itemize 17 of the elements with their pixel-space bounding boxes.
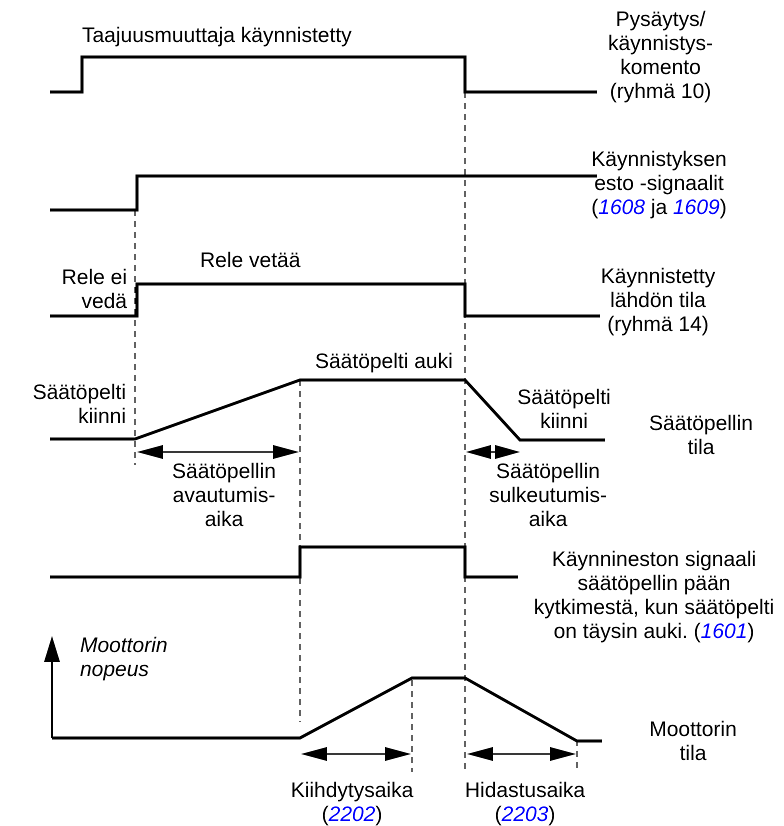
signal-state-label: Rele ei vedä (60, 266, 127, 314)
signal-name-label: Säätöpellin tila (648, 412, 754, 460)
signal-state-label: Säätöpelti kiinni (32, 381, 126, 429)
signal-state-label: Taajuusmuuttaja käynnistetty (82, 24, 353, 48)
signal-state-label: Säätöpelti auki (315, 350, 454, 374)
signal-name-label: Käynnistyksen esto -signaalit (1608 ja 1609) (590, 148, 728, 220)
time-label: Kiihdytysaika (2202) (290, 779, 414, 826)
signal-name-label: Moottorin tila (648, 718, 738, 766)
signal-state-label: Säätöpelti kiinni (516, 386, 612, 434)
time-label: Hidastusaika (2203) (464, 779, 586, 826)
time-label: Säätöpellin avautumis- aika (171, 460, 277, 532)
signal-name-label: Käynnineston signaali säätöpellin pään kytkimestä, kun säätöpelti on täysin auki. (1601) (532, 548, 776, 644)
signal-state-label: Rele vetää (200, 249, 302, 273)
axis-label: Moottorin nopeus (80, 634, 169, 682)
time-label: Säätöpellin sulkeutumis- aika (488, 460, 608, 532)
signal-name-label: Pysäytys/ käynnistys- komento (ryhmä 10) (606, 8, 714, 104)
signal-name-label: Käynnistetty lähdön tila (ryhmä 14) (600, 265, 716, 337)
